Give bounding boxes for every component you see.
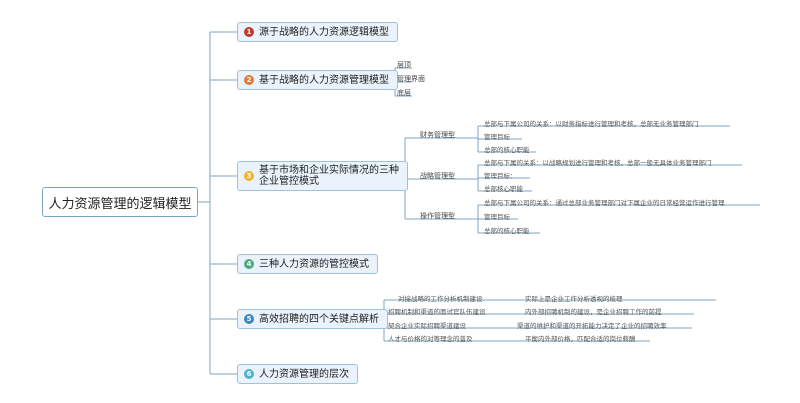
badge-1-icon: 1 [244,27,254,37]
leaf-underlines-1 [478,125,730,153]
topic-3-label-line1: 基于市场和企业实际情况的三种 [259,165,399,176]
topic-3[interactable]: 3 基于市场和企业实际情况的三种 企业管控模式 [237,161,408,191]
group-leaf[interactable]: 总部的核心职能 [484,146,530,154]
group-operational[interactable]: 操作管理型 [420,212,455,220]
root-topic[interactable]: 人力资源管理的逻辑模型 [42,187,198,217]
leaf-underlines-3 [478,204,760,234]
group-leaf[interactable]: 管理目标 [484,133,510,141]
topic-6-label: 人力资源管理的层次 [259,368,349,380]
pair-links [490,299,520,342]
leaf-underlines-2 [478,164,742,192]
topic-1-label: 源于战略的人力资源逻辑模型 [259,26,389,38]
topic-2-child[interactable]: 层顶 [397,61,411,69]
topic-2-child[interactable]: 底层 [397,89,411,97]
pair-left[interactable]: 招聘机制和渠道的面试官队伍建设 [388,308,486,316]
badge-6-icon: 6 [244,369,254,379]
pair-left-underlines [384,299,514,342]
badge-5-icon: 5 [244,314,254,324]
topic-2-label: 基于战略的人力资源管理模型 [259,74,389,86]
topic-6[interactable]: 6 人力资源管理的层次 [237,364,358,384]
group-leaf[interactable]: 总部与下属的关系：以战略规划进行管理和考核，总部一般无具体业务管理部门 [484,159,712,167]
group-leaf[interactable]: 总部的核心职能 [484,227,530,235]
pair-left[interactable]: 人才与价格的对等理念的普及 [388,335,473,343]
pair-right[interactable]: 渠道的维护和渠道的开拓能力决定了企业的招聘效率 [517,322,667,330]
pair-right[interactable]: 内外部招聘机制的建设，是企业招聘工作的前提 [525,308,662,316]
topic-4-label: 三种人力资源的管控模式 [259,258,369,270]
badge-2-icon: 2 [244,75,254,85]
group-leaf[interactable]: 总部与下属公司的关系：通过总部业务管理部门对下属企业的日常经营运作进行管理 [484,199,725,207]
pair-left[interactable]: 对接战略的工作分析机制建设 [398,295,483,303]
topic-5-label: 高效招聘的四个关键点解析 [259,313,379,325]
topic-1[interactable]: 1 源于战略的人力资源逻辑模型 [237,22,398,42]
group-strategic[interactable]: 战略管理型 [420,172,455,180]
pair-right[interactable]: 平衡内外部价格，匹配合适的岗位薪酬 [525,335,636,343]
badge-4-icon: 4 [244,259,254,269]
topic-2[interactable]: 2 基于战略的人力资源管理模型 [237,70,398,90]
badge-3-icon: 3 [244,171,254,181]
pair-right[interactable]: 实际上是企业工作分析透视的梳理 [525,295,623,303]
topic-4[interactable]: 4 三种人力资源的管控模式 [237,254,378,274]
topic-3-group-underlines [405,137,460,220]
topic-5[interactable]: 5 高效招聘的四个关键点解析 [237,309,388,329]
group-financial[interactable]: 财务管理型 [420,131,455,139]
group-leaf[interactable]: 管理目标 [484,213,510,221]
topic-2-child[interactable]: 管理界面 [397,75,425,83]
group-leaf[interactable]: 管理目标： [484,172,517,180]
group-leaf[interactable]: 总部与下属公司的关系：以财务指标进行管理和考核，总部无业务管理部门 [484,120,699,128]
pair-right-underlines [512,299,716,342]
topic-3-label: 基于市场和企业实际情况的三种 企业管控模式 [259,165,399,187]
group-leaf[interactable]: 总部核心职能 [484,185,523,193]
topic-3-label-line2: 企业管控模式 [259,176,319,187]
pair-left[interactable]: 契合企业实际招聘渠道建设 [388,322,466,330]
